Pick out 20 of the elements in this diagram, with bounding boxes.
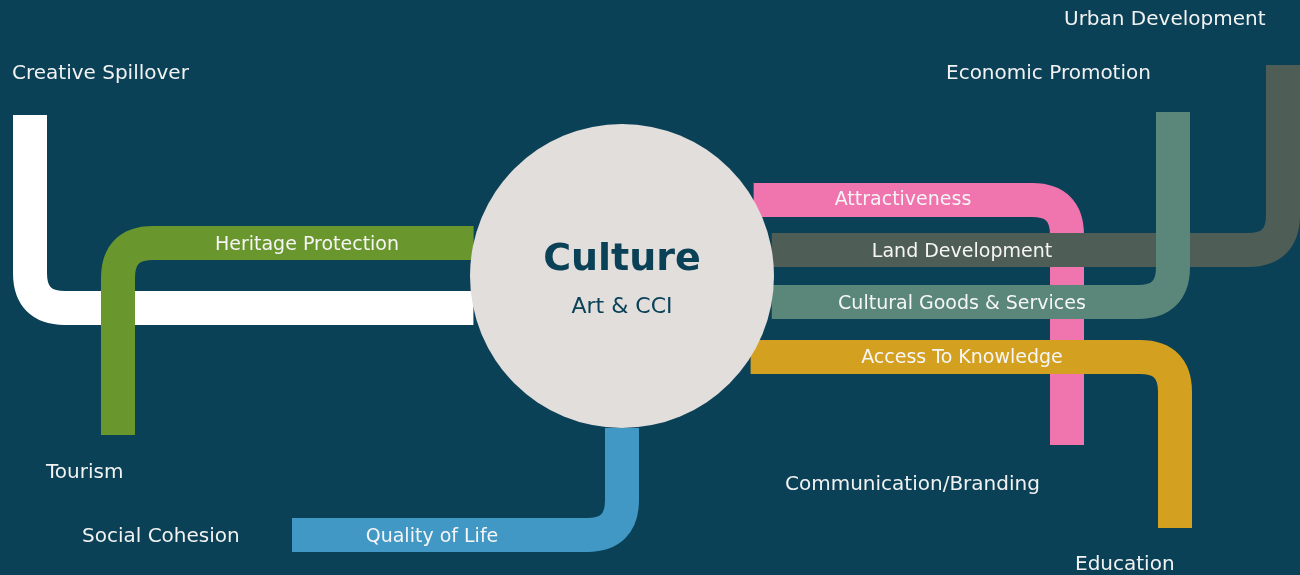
- endpoint-text: Urban Development: [1064, 6, 1266, 30]
- edge-label: Land Development: [871, 239, 1053, 261]
- edge-label: Access To Knowledge: [861, 345, 1063, 367]
- edge-label: Cultural Goods & Services: [838, 291, 1086, 313]
- endpoint-text: Education: [1075, 551, 1175, 575]
- connector-band: [13, 115, 474, 325]
- endpoint-text: Social Cohesion: [82, 523, 240, 547]
- endpoint-text: Tourism: [46, 459, 124, 483]
- circle-subtitle: Art & CCI: [571, 292, 673, 318]
- endpoint-text: Communication/Branding: [785, 471, 1040, 495]
- edge-label: Heritage Protection: [214, 232, 400, 254]
- connector-band: [771, 65, 1300, 267]
- connector-band: [771, 112, 1190, 319]
- endpoint-text: Economic Promotion: [946, 60, 1151, 84]
- edge-label: Quality of Life: [365, 524, 499, 546]
- edge-label: Attractiveness: [834, 187, 972, 209]
- circle-title: Culture: [543, 234, 701, 279]
- endpoint-text: Creative Spillover: [12, 60, 189, 84]
- connector-band: [750, 340, 1192, 528]
- connector-band: [753, 183, 1084, 445]
